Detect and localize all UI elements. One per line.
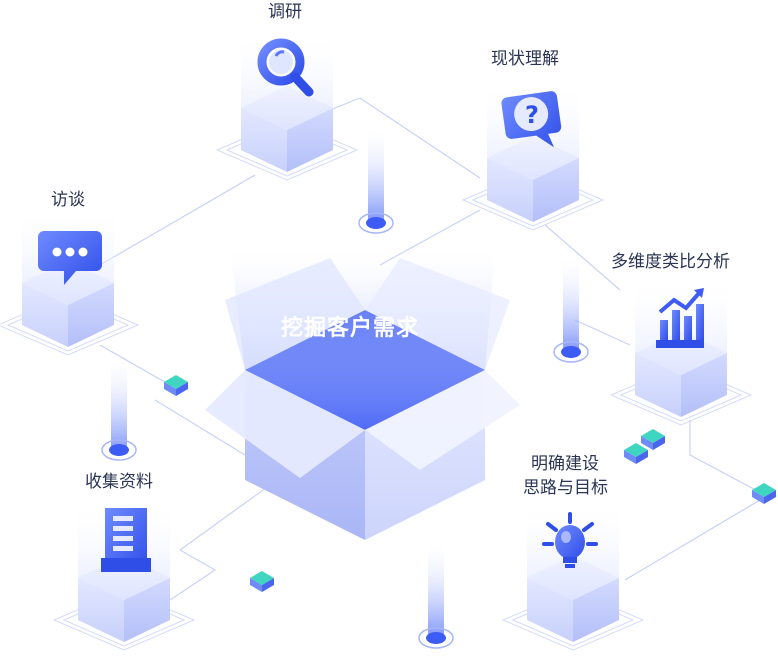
document-stack-icon [101, 508, 151, 572]
teal-chip-5 [752, 483, 776, 504]
chat-bubble-icon [38, 231, 102, 285]
node-label-goals-line1: 明确建设 [531, 454, 599, 474]
node-cube-interview [0, 205, 140, 356]
node-cube-goals [501, 500, 645, 651]
question-bubble-icon: ? [501, 91, 562, 148]
light-pillar-1 [358, 125, 394, 234]
node-label-research: 调研 [268, 2, 302, 22]
node-label-interview: 访谈 [51, 190, 85, 210]
node-label-status: 现状理解 [491, 49, 559, 69]
teal-chip-1 [164, 375, 188, 396]
magnifier-icon [257, 38, 314, 97]
light-pillar-4 [418, 540, 454, 649]
teal-chip-4 [641, 429, 665, 450]
bar-chart-growth-icon [656, 288, 704, 348]
light-pillar-2 [553, 255, 589, 363]
teal-chip-3 [624, 443, 648, 464]
central-title: 挖掘客户需求 [280, 316, 419, 341]
node-label-analysis: 多维度类比分析 [611, 252, 730, 272]
light-pillar-3 [101, 355, 137, 461]
node-cube-analysis [609, 275, 753, 426]
central-box [205, 250, 520, 540]
node-cube-research [215, 30, 359, 181]
node-label-collect: 收集资料 [85, 472, 153, 492]
lightbulb-icon [542, 512, 598, 568]
node-label-goals-line2: 思路与目标 [523, 478, 608, 498]
teal-chip-2 [250, 571, 274, 592]
svg-text:?: ? [525, 101, 539, 129]
